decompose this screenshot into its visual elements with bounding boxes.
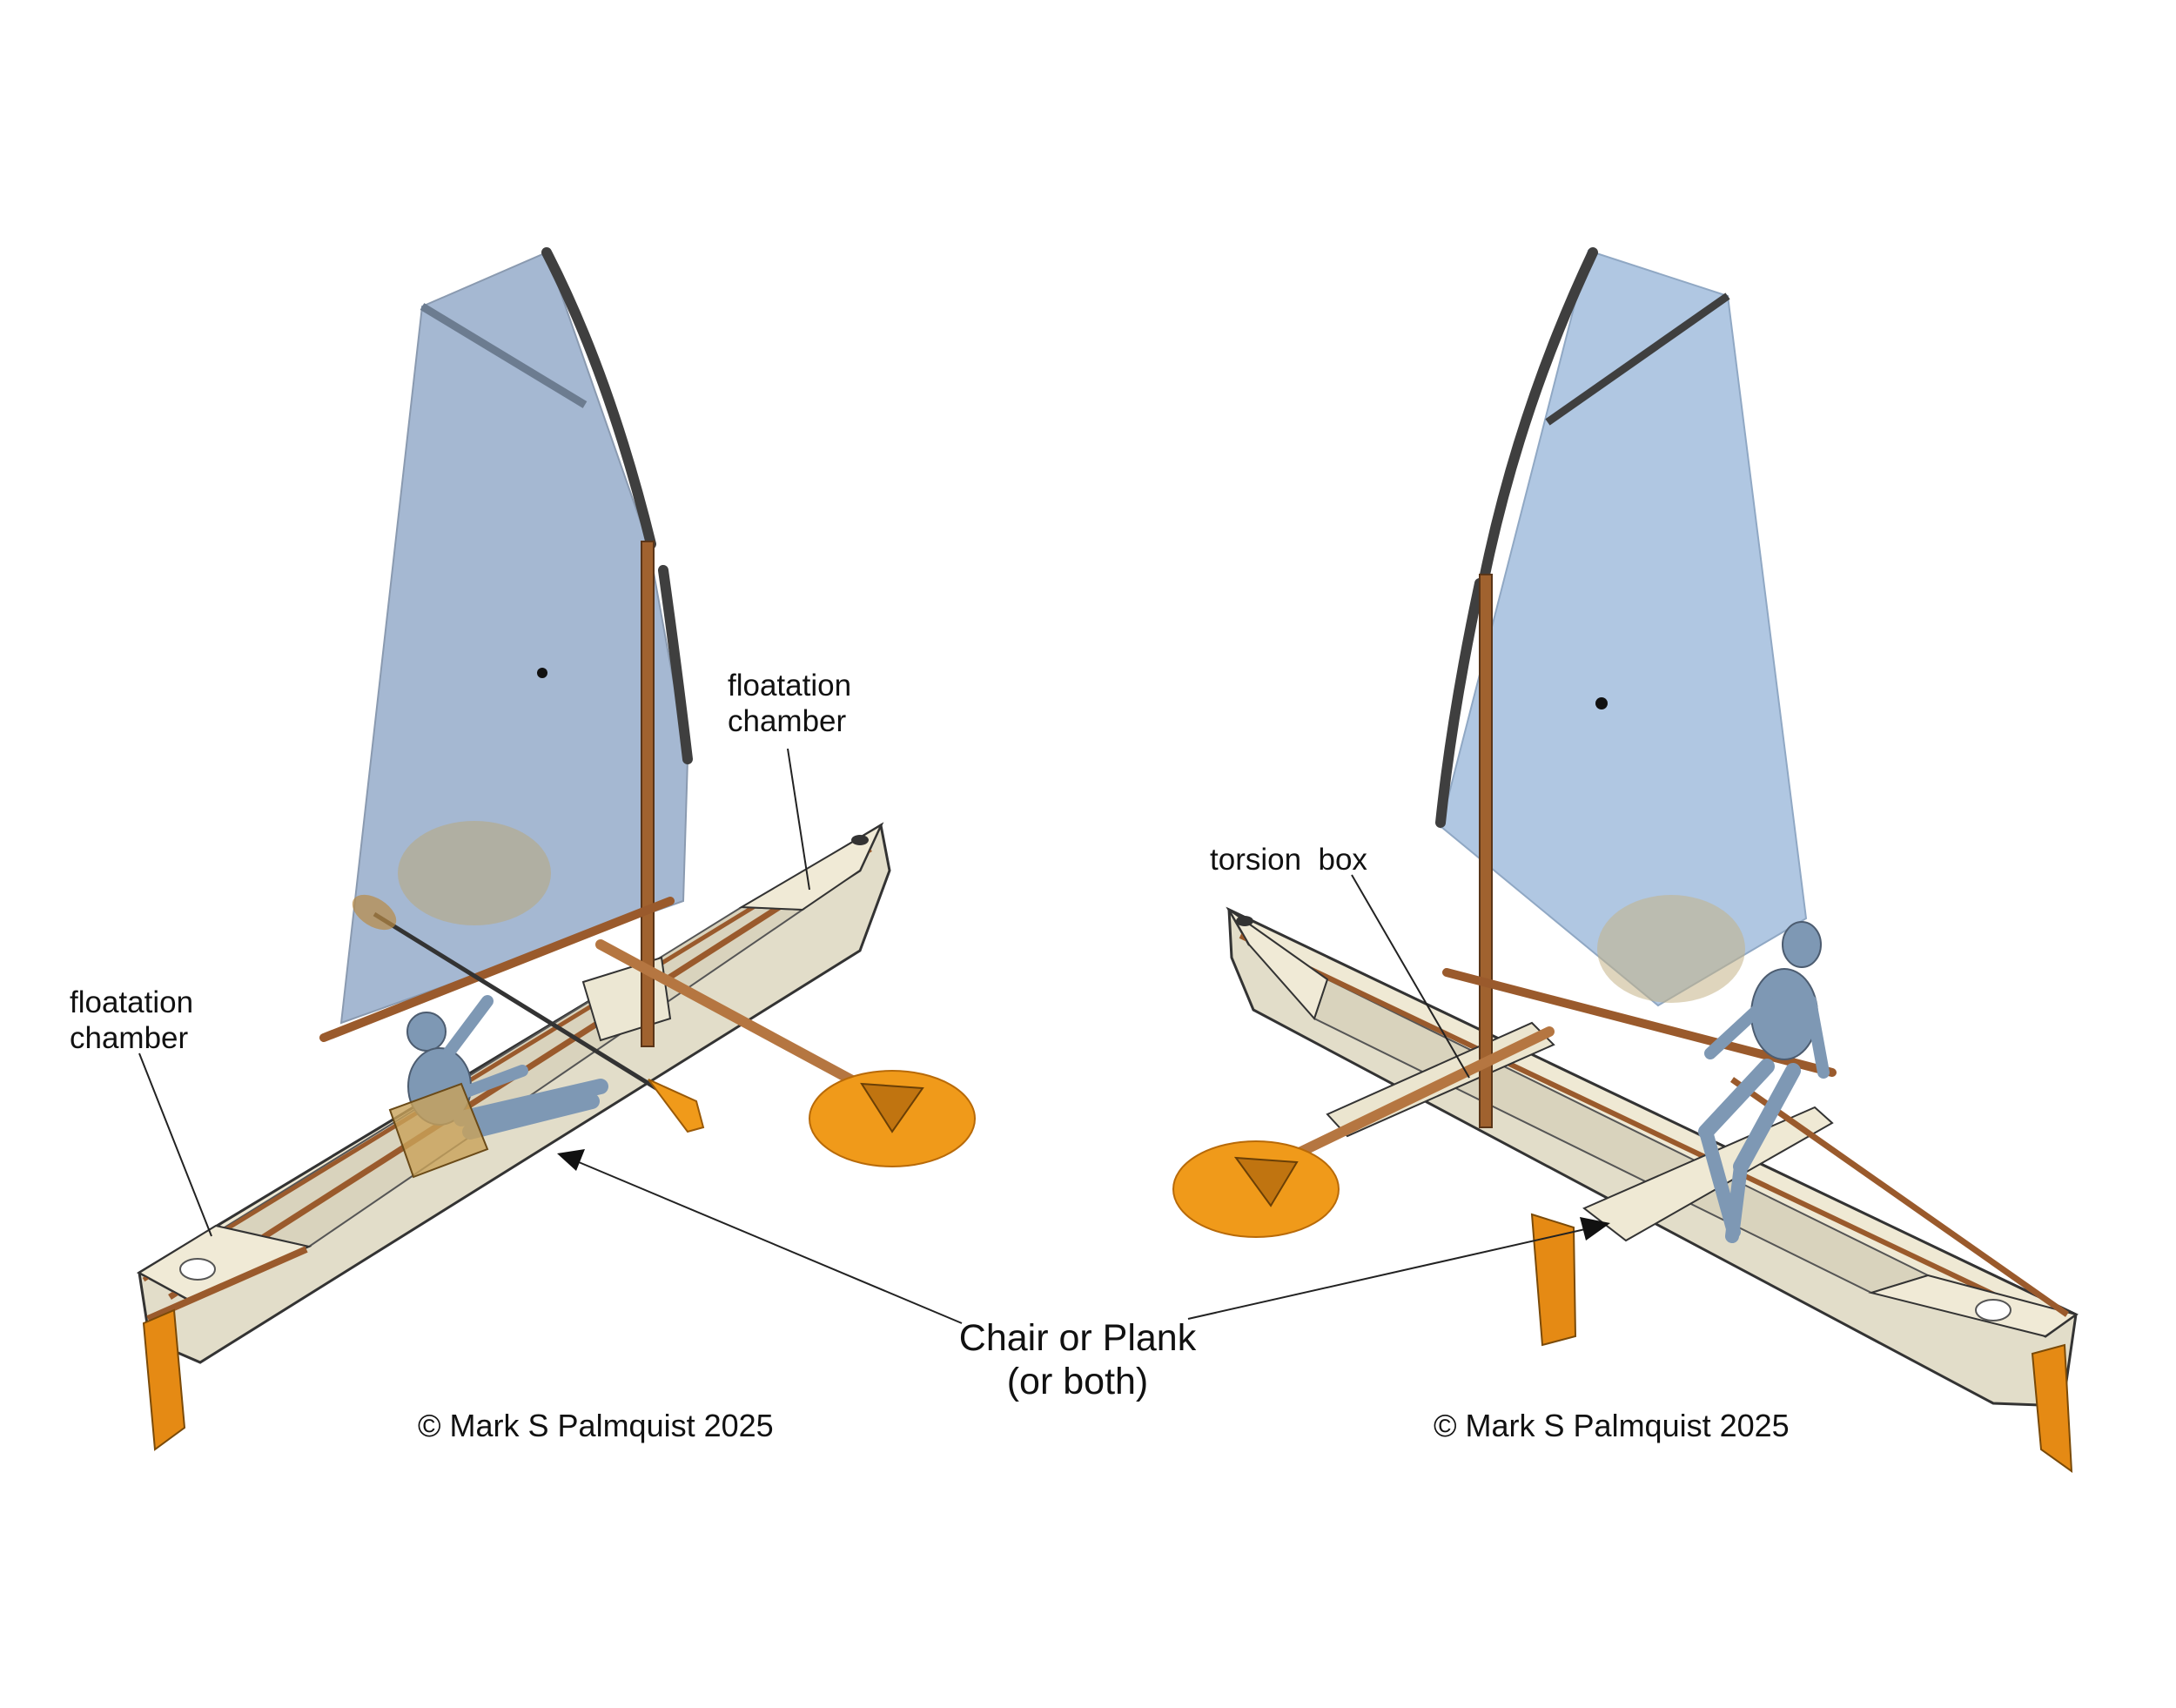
left-bow-chamber-leader [787, 748, 810, 891]
left-bow-chamber-label-line1: floatation [728, 669, 852, 703]
left-leeboard-bracket [860, 1082, 924, 1133]
right-boom [1442, 968, 1837, 1077]
seating-leader-right [1187, 1227, 1594, 1320]
seating-label-line2: (or both) [1006, 1361, 1149, 1403]
left-paddle-blade-upper [352, 894, 397, 931]
left-paddle-blade-lower [648, 1079, 705, 1133]
left-upper-yard [658, 565, 693, 764]
right-yard [1479, 247, 1598, 584]
left-chair [388, 1082, 489, 1179]
left-stern-chamber [138, 1224, 312, 1301]
left-bow-hatch [851, 835, 869, 845]
left-yard [541, 247, 656, 549]
right-leeboard-ghost [1597, 895, 1745, 1003]
left-bow-chamber-label: floatation chamber [728, 669, 851, 740]
right-leeboard-arm [1274, 1026, 1555, 1167]
right-gunwale [1239, 933, 2056, 1326]
left-sail-eyelet [537, 668, 547, 678]
right-bow-chamber [1228, 909, 1329, 1020]
seating-label: Chair or Plank (or both) [956, 1316, 1199, 1404]
left-stern-chamber-label: floatation chamber [70, 985, 193, 1057]
torsion-box-label: torsion box [1210, 843, 1367, 877]
right-leeboard-bracket [1233, 1156, 1299, 1207]
right-stern-chamber [1868, 1274, 2079, 1338]
left-stern-chamber-label-line1: floatation [70, 985, 194, 1019]
copyright-right: © Mark S Palmquist 2025 [1434, 1408, 1790, 1443]
left-batten [420, 303, 588, 408]
right-plank [1582, 1106, 1834, 1242]
copyright-left: © Mark S Palmquist 2025 [418, 1408, 774, 1443]
left-paddle-shaft [373, 911, 672, 1099]
left-leeboard-ghost [398, 821, 551, 925]
seating-arrow-left [557, 1149, 585, 1171]
seating-label-line1: Chair or Plank [958, 1317, 1197, 1359]
right-mast [1479, 574, 1493, 1128]
right-bow-hatch [1236, 916, 1253, 926]
left-bow-chamber-label-line2: chamber [728, 703, 847, 738]
right-batten [1545, 293, 1730, 426]
torsion-box-leader [1351, 874, 1470, 1079]
right-hull-interior [1313, 978, 1931, 1294]
left-tiller [146, 1246, 308, 1322]
left-rudder [142, 1308, 186, 1451]
left-bow-chamber [738, 823, 883, 911]
left-leeboard-arm [595, 939, 880, 1098]
seating-leader-left [578, 1161, 963, 1324]
left-stern-chamber-label-line2: chamber [70, 1020, 189, 1055]
right-stern-hatch [1975, 1299, 2011, 1321]
right-lower-yard [1435, 578, 1485, 828]
left-stern-hatch [179, 1258, 216, 1281]
left-boom [319, 897, 675, 1042]
left-boat [136, 247, 976, 1451]
right-tiller [1729, 1077, 2070, 1317]
right-boat [1172, 247, 2079, 1474]
left-mast [641, 541, 655, 1047]
left-stern-chamber-leader [138, 1052, 212, 1237]
right-sailor-figure [1698, 921, 1830, 1243]
right-center-fin [1530, 1213, 1577, 1347]
right-rudder [2031, 1343, 2073, 1474]
right-leeboard [1172, 1140, 1340, 1238]
seating-arrow-right [1580, 1217, 1610, 1241]
right-sail-eyelet [1595, 697, 1608, 709]
